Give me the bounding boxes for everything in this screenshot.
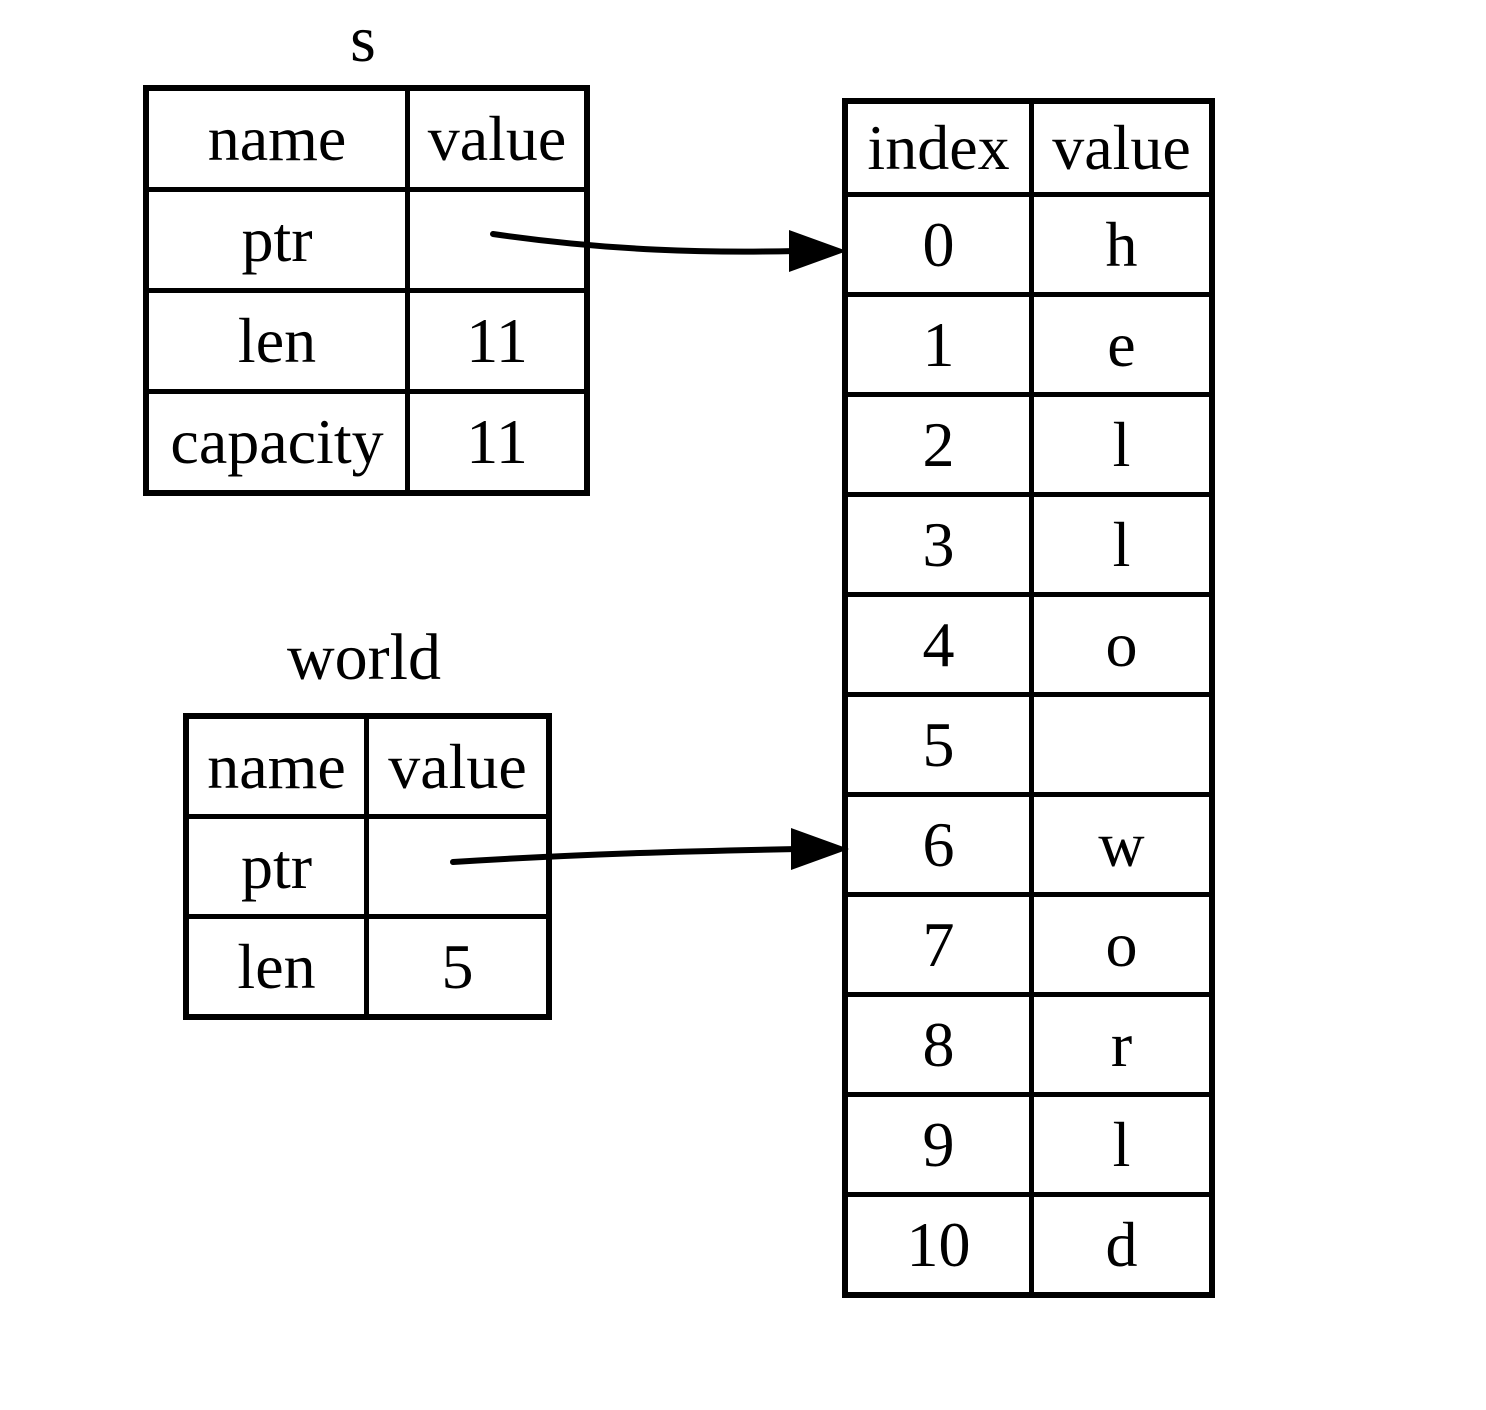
memory-value-cell: r xyxy=(1029,992,1215,1097)
header-cell-name: name xyxy=(143,85,410,192)
table-row: 1 e xyxy=(842,292,1215,397)
table-row: 2 l xyxy=(842,392,1215,497)
memory-index-cell: 2 xyxy=(842,392,1034,497)
header-cell-value: value xyxy=(364,713,552,819)
memory-value-cell: d xyxy=(1029,1192,1215,1298)
world-len-value-cell: 5 xyxy=(364,914,552,1020)
memory-index-cell: 7 xyxy=(842,892,1034,997)
memory-index-cell: 8 xyxy=(842,992,1034,1097)
s-ptr-value-cell xyxy=(405,187,590,293)
table-row: 6 w xyxy=(842,792,1215,897)
table-row: 0 h xyxy=(842,192,1215,297)
memory-value-cell xyxy=(1029,692,1215,797)
table-header-row: index value xyxy=(842,98,1215,197)
table-header-row: name value xyxy=(143,85,590,192)
header-cell-name: name xyxy=(183,713,369,819)
header-cell-value: value xyxy=(405,85,590,192)
table-row: 3 l xyxy=(842,492,1215,597)
memory-value-cell: e xyxy=(1029,292,1215,397)
memory-index-cell: 9 xyxy=(842,1092,1034,1197)
table-row: 4 o xyxy=(842,592,1215,697)
s-struct-title: s xyxy=(350,3,376,76)
memory-index-cell: 0 xyxy=(842,192,1034,297)
world-len-name-cell: len xyxy=(183,914,369,1020)
s-capacity-name-cell: capacity xyxy=(143,389,410,496)
table-row: 8 r xyxy=(842,992,1215,1097)
pointer-arrowhead-icon xyxy=(789,230,847,272)
world-struct-title: world xyxy=(287,621,441,694)
memory-index-cell: 6 xyxy=(842,792,1034,897)
table-row: len 5 xyxy=(183,914,552,1020)
table-row: len 11 xyxy=(143,288,590,394)
memory-value-cell: h xyxy=(1029,192,1215,297)
memory-value-cell: o xyxy=(1029,892,1215,997)
table-row: 9 l xyxy=(842,1092,1215,1197)
world-struct-table: name value ptr len 5 xyxy=(183,713,552,1020)
table-row: 7 o xyxy=(842,892,1215,997)
memory-index-cell: 1 xyxy=(842,292,1034,397)
memory-value-cell: l xyxy=(1029,392,1215,497)
s-ptr-name-cell: ptr xyxy=(143,187,410,293)
heap-memory-table: index value 0 h 1 e 2 l 3 l 4 o 5 6 w xyxy=(842,98,1215,1298)
header-cell-index: index xyxy=(842,98,1034,197)
table-row: 10 d xyxy=(842,1192,1215,1298)
memory-value-cell: o xyxy=(1029,592,1215,697)
s-capacity-value-cell: 11 xyxy=(405,389,590,496)
memory-value-cell: l xyxy=(1029,492,1215,597)
table-header-row: name value xyxy=(183,713,552,819)
memory-value-cell: w xyxy=(1029,792,1215,897)
memory-index-cell: 5 xyxy=(842,692,1034,797)
table-row: capacity 11 xyxy=(143,389,590,496)
table-row: ptr xyxy=(143,187,590,293)
pointer-arrowhead-icon xyxy=(791,828,849,870)
world-ptr-value-cell xyxy=(364,814,552,919)
table-row: 5 xyxy=(842,692,1215,797)
memory-index-cell: 4 xyxy=(842,592,1034,697)
s-len-value-cell: 11 xyxy=(405,288,590,394)
memory-value-cell: l xyxy=(1029,1092,1215,1197)
s-struct-table: name value ptr len 11 capacity 11 xyxy=(143,85,590,496)
memory-index-cell: 10 xyxy=(842,1192,1034,1298)
header-cell-value: value xyxy=(1029,98,1215,197)
s-len-name-cell: len xyxy=(143,288,410,394)
world-ptr-name-cell: ptr xyxy=(183,814,369,919)
memory-index-cell: 3 xyxy=(842,492,1034,597)
table-row: ptr xyxy=(183,814,552,919)
